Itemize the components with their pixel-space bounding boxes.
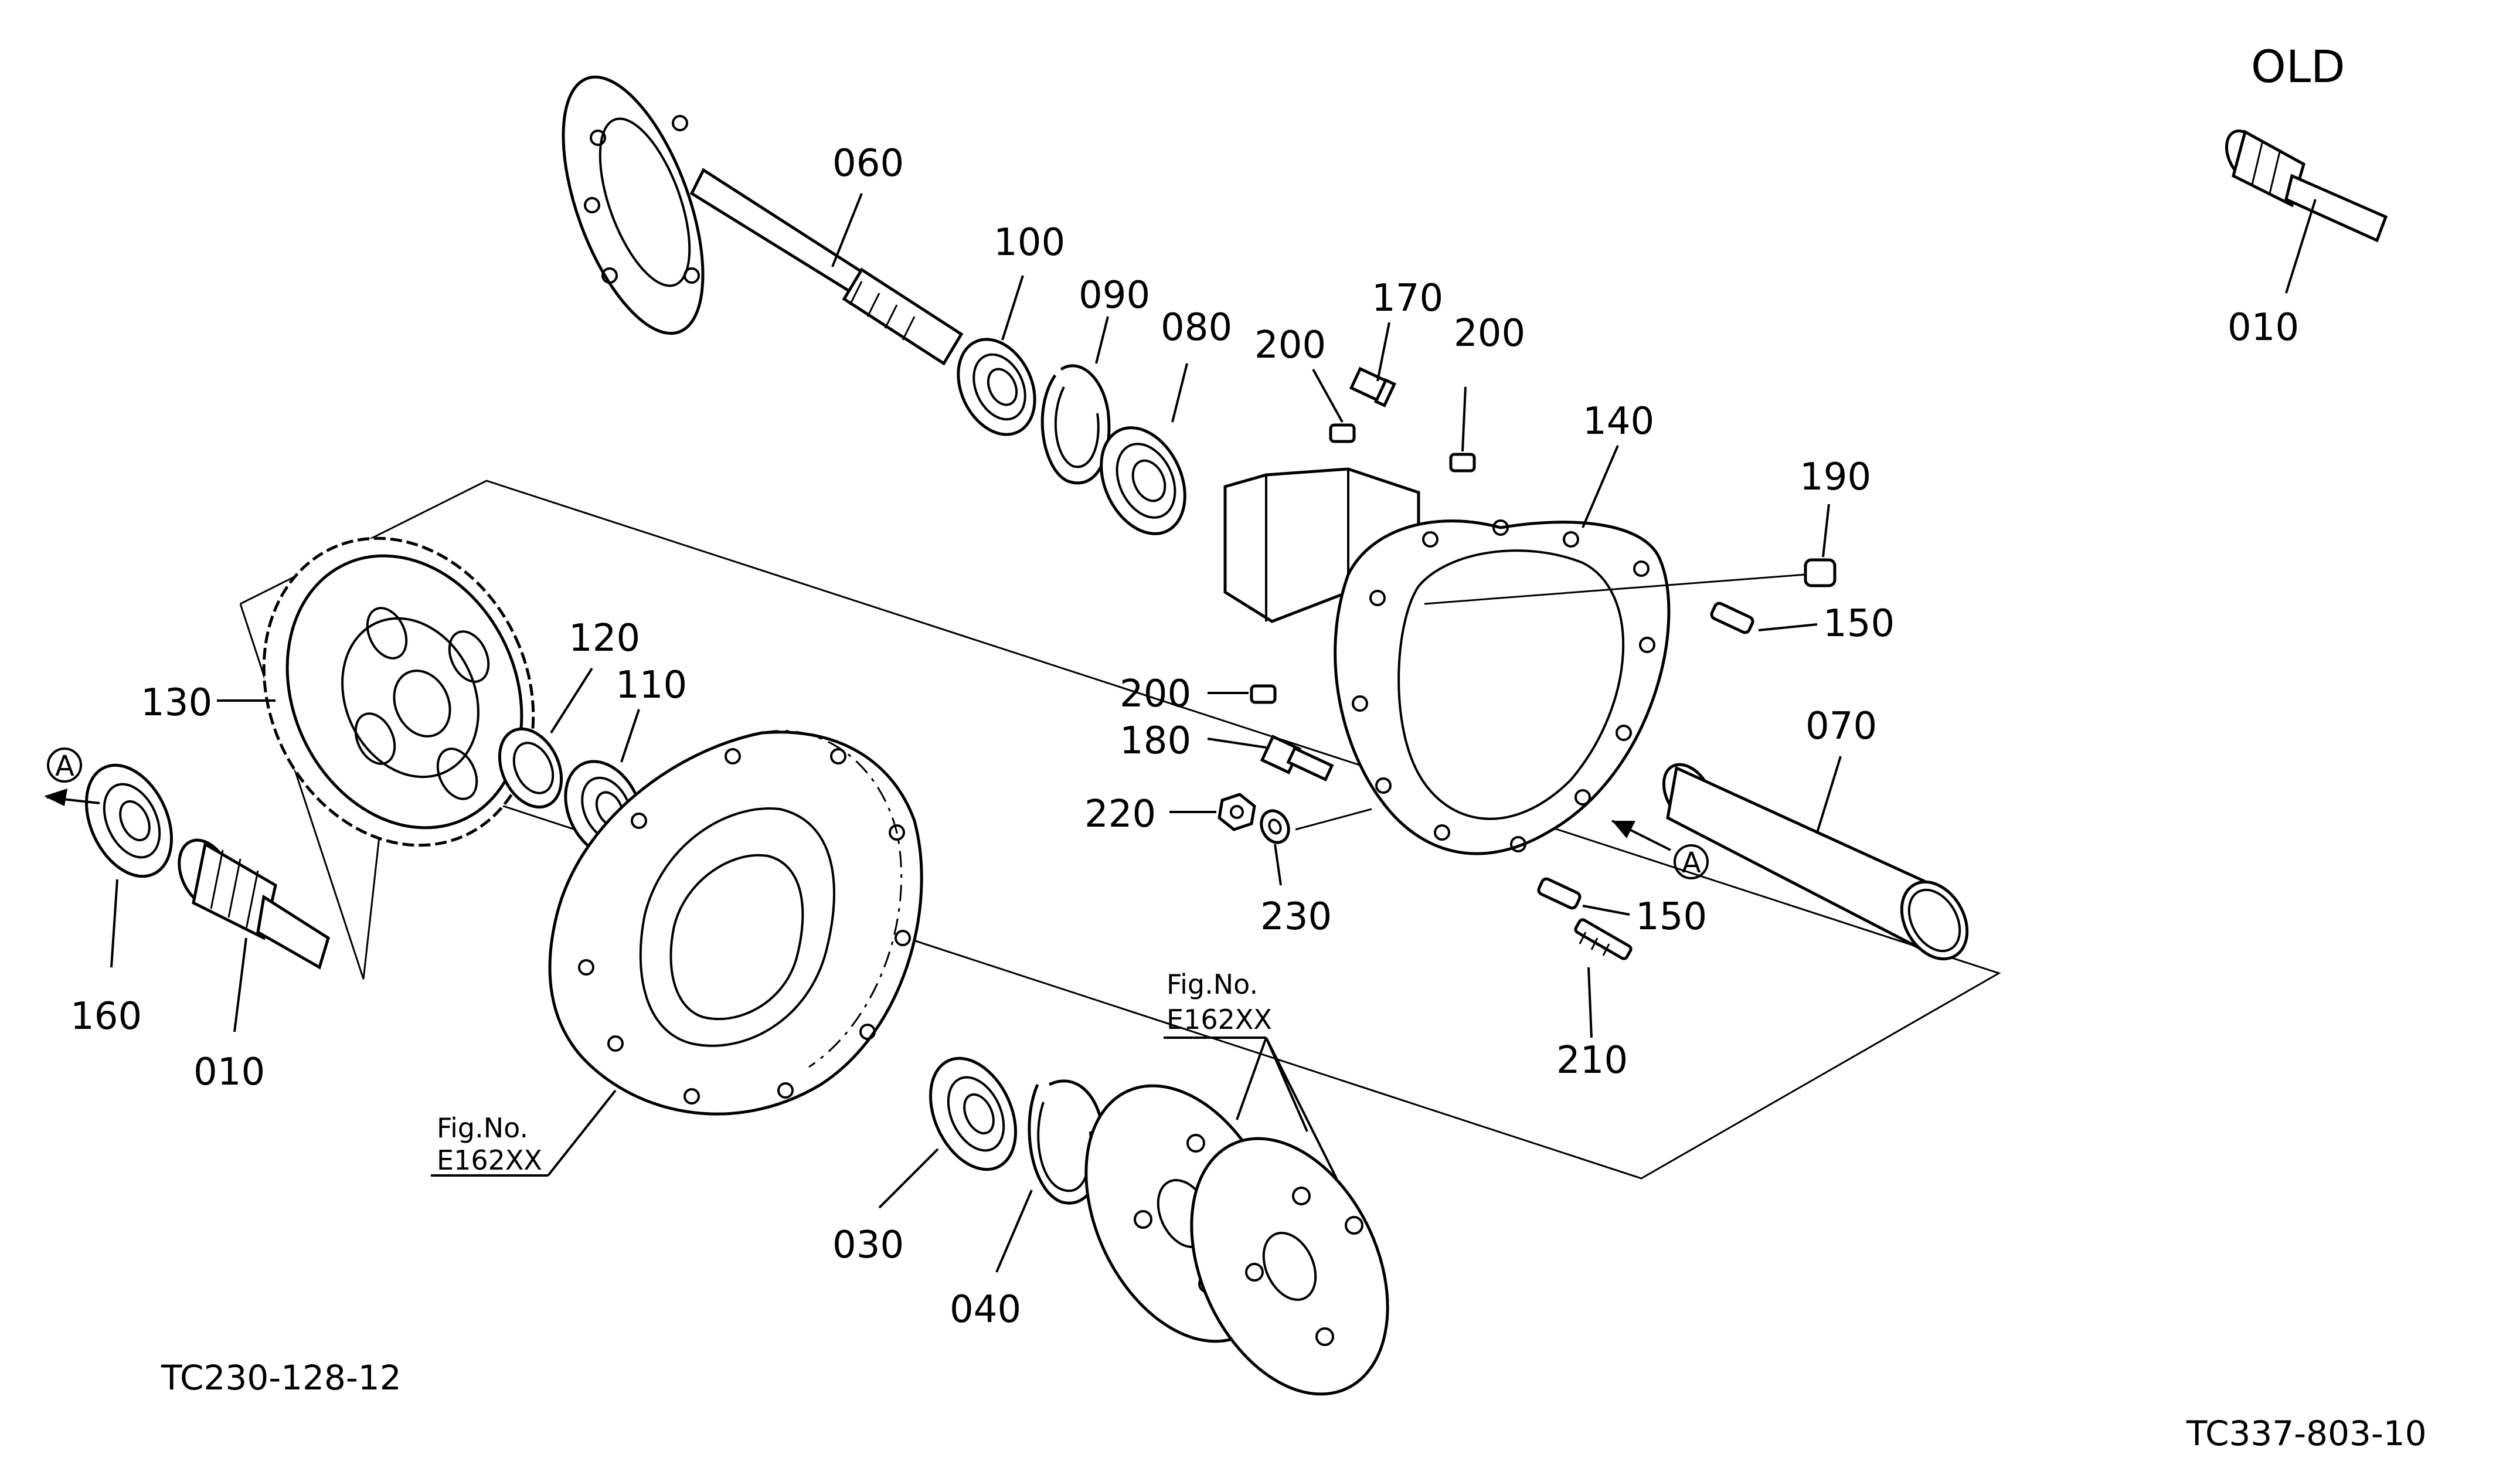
callout-200-a: 200 — [1254, 324, 1326, 367]
callout-190: 190 — [1800, 456, 1871, 499]
callout-150-a: 150 — [1823, 602, 1895, 645]
view-arrow-a-left: A — [44, 747, 100, 806]
part-differential-case[interactable] — [548, 730, 923, 1116]
part-200-plug-b[interactable] — [1449, 453, 1476, 473]
part-clutch-plates[interactable] — [1048, 1054, 1426, 1426]
callout-170: 170 — [1372, 277, 1443, 320]
part-100-bearing[interactable] — [944, 327, 1050, 447]
part-060-axle-shaft[interactable] — [535, 59, 964, 366]
callout-110: 110 — [615, 664, 687, 707]
callout-150-b: 150 — [1635, 895, 1707, 939]
callout-200-c: 200 — [1120, 672, 1191, 716]
callout-210: 210 — [1556, 1039, 1628, 1082]
fig-ref-right-line1: Fig.No. — [1167, 969, 1258, 1000]
callout-060: 060 — [832, 142, 904, 185]
part-070-tube[interactable] — [1654, 756, 1980, 970]
part-190-plug[interactable] — [1804, 558, 1837, 587]
part-200-plug-c[interactable] — [1250, 684, 1277, 704]
part-150-pin-a[interactable] — [1710, 602, 1754, 634]
part-220-nut[interactable] — [1218, 793, 1256, 831]
part-080-bearing[interactable] — [1085, 414, 1201, 547]
callout-220: 220 — [1084, 793, 1156, 836]
fig-ref-left-line2: E162XX — [437, 1144, 542, 1176]
callout-010-old: 010 — [2227, 306, 2299, 349]
fig-ref-left-line1: Fig.No. — [437, 1112, 528, 1144]
part-170-bolt[interactable] — [1349, 366, 1397, 407]
callout-010: 010 — [193, 1051, 265, 1094]
callout-080: 080 — [1161, 306, 1232, 349]
part-090-snap-ring[interactable] — [1040, 364, 1111, 485]
part-010-old-pinion-shaft[interactable] — [2219, 125, 2388, 243]
marker-a-right: A — [1682, 847, 1701, 879]
callout-130: 130 — [141, 681, 212, 725]
part-150-pin-b[interactable] — [1537, 877, 1582, 910]
callout-040: 040 — [950, 1288, 1021, 1331]
callout-090: 090 — [1079, 274, 1150, 317]
part-200-plug-a[interactable] — [1329, 423, 1356, 443]
fig-ref-right-line2: E162XX — [1167, 1004, 1272, 1035]
drawing-code-right: TC337-803-10 — [2186, 1413, 2427, 1453]
callout-160: 160 — [70, 995, 142, 1038]
part-210-stud[interactable] — [1574, 918, 1633, 960]
part-010-pinion-shaft[interactable] — [169, 832, 330, 970]
part-180-bolt[interactable] — [1260, 735, 1334, 781]
part-230-washer[interactable] — [1256, 806, 1294, 847]
drawing-code-left: TC230-128-12 — [161, 1358, 402, 1398]
part-130-gear[interactable] — [215, 494, 583, 889]
part-120-bearing[interactable] — [488, 719, 573, 817]
callout-140: 140 — [1583, 400, 1654, 443]
callout-030: 030 — [832, 1224, 904, 1267]
view-arrow-a-right: A — [1611, 820, 1709, 879]
old-label: OLD — [2251, 40, 2345, 93]
part-030-bearing[interactable] — [914, 1045, 1032, 1183]
callout-200-b: 200 — [1454, 312, 1525, 355]
callout-120: 120 — [569, 617, 640, 660]
callout-180: 180 — [1120, 719, 1191, 763]
marker-a-left: A — [55, 750, 74, 783]
assembly-frame — [239, 480, 2001, 1180]
part-140-housing[interactable] — [1223, 467, 1671, 855]
part-160-bearing[interactable] — [70, 752, 188, 890]
callout-100: 100 — [994, 221, 1065, 264]
callout-230: 230 — [1260, 895, 1332, 939]
callout-070: 070 — [1805, 705, 1877, 748]
